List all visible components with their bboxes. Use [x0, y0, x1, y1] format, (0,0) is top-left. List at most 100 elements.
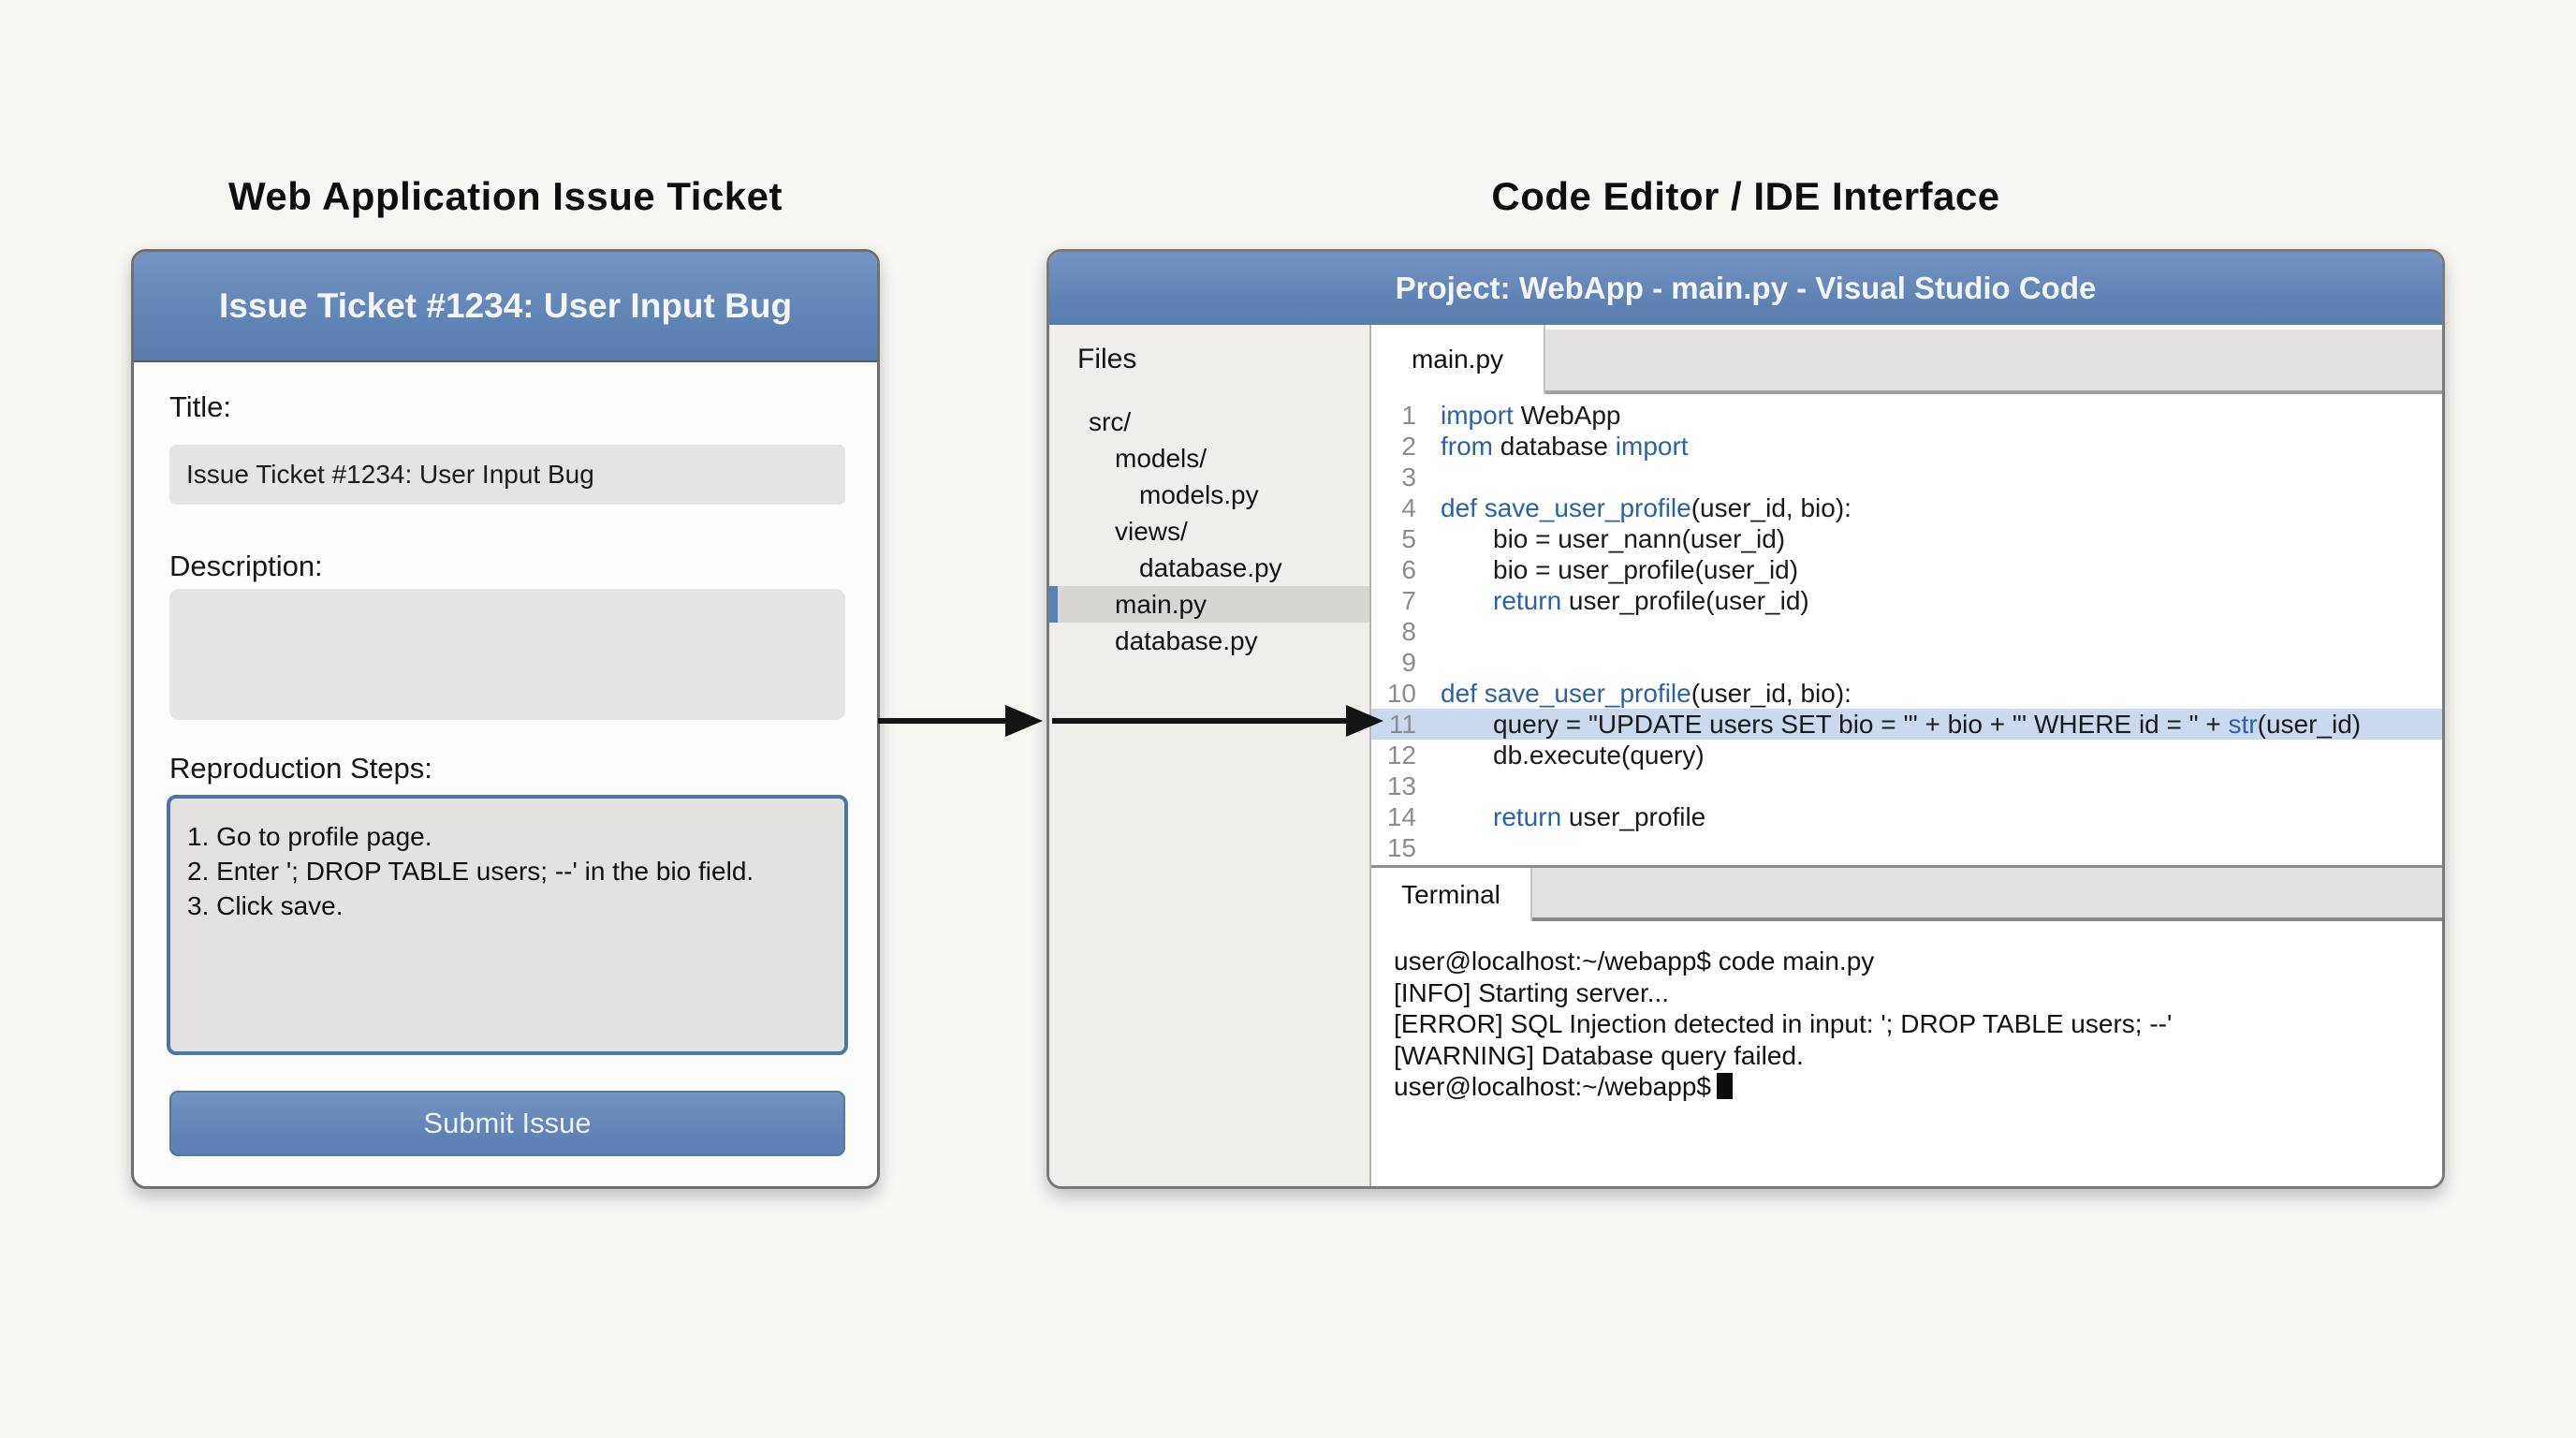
line-number: 12	[1386, 741, 1416, 770]
terminal-line: [ERROR] SQL Injection detected in input:…	[1394, 1008, 2420, 1040]
terminal-text: [WARNING] Database query failed.	[1394, 1040, 1804, 1070]
submit-issue-button[interactable]: Submit Issue	[169, 1091, 845, 1156]
code-line-4[interactable]: 4 def save_user_profile(user_id, bio):	[1371, 492, 2442, 523]
code-keyword: def save_user_profile	[1441, 679, 1691, 708]
line-number: 6	[1401, 555, 1416, 584]
file-label: database.py	[1139, 553, 1282, 582]
arrow-to-code-line-11	[1052, 718, 1348, 724]
file-tree-item-src-[interactable]: src/	[1049, 404, 1369, 440]
file-label: src/	[1089, 407, 1132, 436]
code-plain: query = "UPDATE users SET bio = '" + bio…	[1493, 710, 2229, 739]
file-tree: src/models/models.py views/database.py mai…	[1049, 404, 1369, 659]
file-label: main.py	[1115, 590, 1208, 619]
line-number: 3	[1401, 462, 1416, 492]
file-label: views/	[1115, 517, 1188, 546]
tab-main-py[interactable]: main.py	[1371, 325, 1545, 394]
files-header: Files	[1077, 344, 1137, 374]
code-plain: bio = user_nann(user_id)	[1493, 524, 1786, 553]
code-line-8[interactable]: 8	[1371, 616, 2442, 647]
code-plain: bio = user_profile(user_id)	[1493, 555, 1799, 584]
line-number: 15	[1386, 833, 1416, 862]
editor-tabbar-filler	[1545, 330, 2442, 394]
code-keyword: import	[1615, 432, 1689, 461]
ticket-section-heading: Web Application Issue Ticket	[227, 174, 783, 218]
code-line-7[interactable]: 7 return user_profile(user_id)	[1371, 585, 2442, 616]
arrow-ticket-to-ide	[878, 718, 1007, 724]
description-label: Description:	[169, 550, 323, 582]
file-tree-item-main-py[interactable]: main.py	[1049, 586, 1369, 623]
code-line-11[interactable]: 11 query = "UPDATE users SET bio = '" + b…	[1371, 709, 2442, 740]
terminal-output[interactable]: user@localhost:~/webapp$ code main.py[IN…	[1371, 921, 2442, 1186]
line-number: 8	[1401, 617, 1416, 646]
line-number: 9	[1401, 648, 1416, 677]
code-text: db.execute(query)	[1441, 740, 1705, 770]
reproduction-steps-textarea[interactable]: 1. Go to profile page. 2. Enter '; DROP T…	[167, 795, 848, 1055]
file-tree-item-views-[interactable]: views/	[1049, 513, 1369, 550]
terminal-line: [INFO] Starting server...	[1394, 977, 2420, 1009]
code-text: return user_profile(user_id)	[1441, 585, 1809, 616]
file-tree-item-models-py[interactable]: models.py	[1049, 477, 1369, 513]
code-keyword: def save_user_profile	[1441, 493, 1691, 522]
title-input[interactable]	[169, 445, 845, 505]
code-keyword: str	[2228, 710, 2258, 739]
code-line-14[interactable]: 14 return user_profile	[1371, 801, 2442, 832]
repro-step-line: 3. Click save.	[187, 891, 344, 920]
code-line-5[interactable]: 5 bio = user_nann(user_id)	[1371, 523, 2442, 554]
terminal-text: [INFO] Starting server...	[1394, 977, 1670, 1007]
tab-terminal[interactable]: Terminal	[1371, 868, 1532, 921]
code-text: bio = user_profile(user_id)	[1441, 554, 1798, 585]
terminal-line: user@localhost:~/webapp$	[1394, 1071, 2420, 1103]
repro-step-line: 1. Go to profile page.	[187, 822, 432, 851]
code-line-6[interactable]: 6 bio = user_profile(user_id)	[1371, 554, 2442, 585]
ide-body: Files src/models/models.py views/database…	[1049, 325, 2442, 1186]
editor-tab-bar: main.py	[1371, 325, 2442, 394]
ide-titlebar: Project: WebApp - main.py - Visual Studi…	[1049, 252, 2442, 325]
terminal-text: user@localhost:~/webapp$ code main.py	[1394, 946, 1875, 976]
ticket-titlebar: Issue Ticket #1234: User Input Bug	[134, 252, 877, 362]
terminal-cursor	[1716, 1073, 1733, 1099]
line-number: 11	[1388, 710, 1416, 739]
code-plain: user_profile	[1561, 802, 1706, 831]
code-line-10[interactable]: 10 def save_user_profile(user_id, bio):	[1371, 678, 2442, 709]
line-number: 4	[1401, 493, 1416, 522]
reproduction-steps-label: Reproduction Steps:	[169, 752, 432, 785]
file-tree-item-models-[interactable]: models/	[1049, 440, 1369, 477]
terminal-text: [ERROR] SQL Injection detected in input:…	[1394, 1009, 2173, 1038]
code-text: def save_user_profile(user_id, bio):	[1441, 492, 1852, 523]
file-tree-item-database-py[interactable]: database.py	[1049, 550, 1369, 586]
code-keyword: return	[1493, 802, 1562, 831]
file-label: database.py	[1115, 626, 1258, 655]
code-line-12[interactable]: 12 db.execute(query)	[1371, 740, 2442, 770]
description-textarea[interactable]	[169, 589, 845, 720]
code-text: bio = user_nann(user_id)	[1441, 523, 1785, 554]
code-text: return user_profile	[1441, 801, 1705, 832]
file-label: models/	[1115, 444, 1208, 473]
code-line-9[interactable]: 9	[1371, 647, 2442, 678]
code-line-15[interactable]: 15	[1371, 832, 2442, 863]
repro-step-line: 2. Enter '; DROP TABLE users; --' in the…	[187, 857, 754, 886]
code-keyword: import	[1441, 401, 1514, 430]
terminal-line: [WARNING] Database query failed.	[1394, 1040, 2420, 1072]
code-keyword: from	[1441, 432, 1493, 461]
file-tree-item-database-py[interactable]: database.py	[1049, 623, 1369, 659]
ide-section-heading: Code Editor / IDE Interface	[1491, 174, 2000, 218]
line-number: 1	[1401, 401, 1416, 430]
arrow-ticket-to-ide-head	[1005, 705, 1043, 737]
line-number: 13	[1386, 771, 1416, 800]
terminal-tab-bar: Terminal	[1371, 865, 2442, 921]
code-text: def save_user_profile(user_id, bio):	[1441, 678, 1852, 709]
code-text: query = "UPDATE users SET bio = '" + bio…	[1441, 709, 2361, 740]
code-text: from database import	[1441, 431, 1689, 462]
code-line-3[interactable]: 3	[1371, 462, 2442, 492]
line-number: 5	[1401, 524, 1416, 553]
line-number: 14	[1386, 802, 1416, 831]
line-number: 10	[1386, 679, 1416, 708]
title-label: Title:	[169, 390, 232, 423]
terminal-tabbar-filler	[1532, 868, 2442, 921]
line-number: 7	[1401, 586, 1416, 615]
code-line-13[interactable]: 13	[1371, 770, 2442, 801]
